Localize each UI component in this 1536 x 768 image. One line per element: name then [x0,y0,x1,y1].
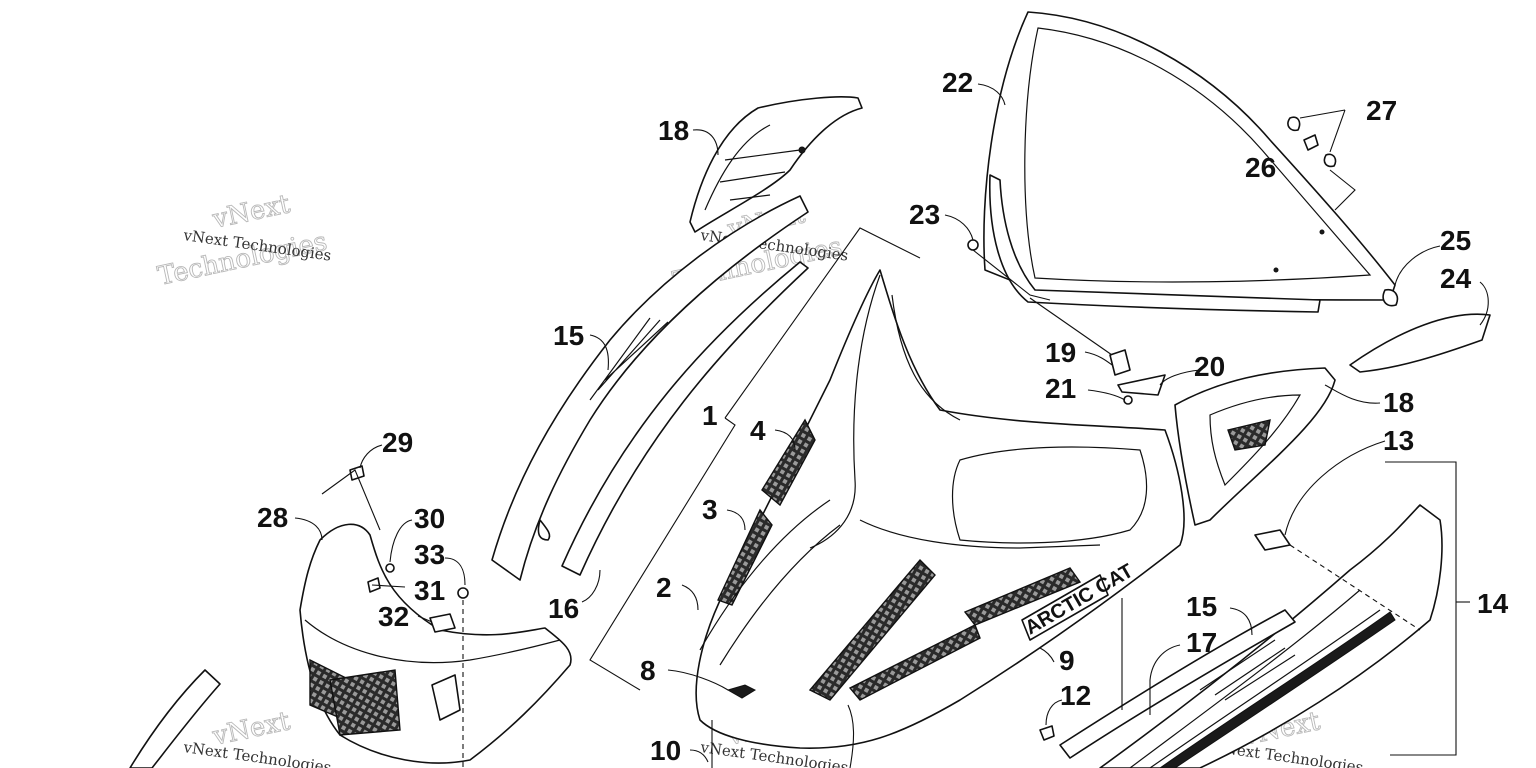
svg-text:vNext: vNext [209,189,293,235]
callout-30: 30 [414,503,445,534]
callout-9: 9 [1059,645,1075,676]
callout-13: 13 [1383,425,1414,456]
callout-19: 19 [1045,337,1076,368]
grommet-23 [967,239,979,251]
callout-20: 20 [1194,351,1225,382]
callout-27: 27 [1366,95,1397,126]
callout-26: 26 [1245,152,1276,183]
callout-15-left: 15 [553,320,584,351]
callout-18-upper: 18 [658,115,689,146]
rivet-12 [1039,725,1055,741]
callout-31: 31 [414,575,445,606]
callout-15-right: 15 [1186,591,1217,622]
callout-10: 10 [650,735,681,766]
grommet-13 [1254,529,1291,551]
screw-26 [1303,134,1319,151]
screw-21 [1123,395,1133,405]
grommet-25 [1382,288,1399,307]
nut-32 [429,613,456,633]
callout-21: 21 [1045,373,1076,404]
bracket-20 [1117,374,1166,396]
callout-8: 8 [640,655,656,686]
callout-32: 32 [378,601,409,632]
side-rail-left-part [491,195,809,581]
callout-4: 4 [750,415,766,446]
side-panel-assembly-part [1099,504,1443,768]
ski-tip-part [129,669,221,768]
watermark-left-bottom: vNext vNext Technologies [181,706,332,768]
callout-29: 29 [382,427,413,458]
callout-24: 24 [1440,263,1472,294]
emblem-part [726,684,757,699]
well-nut-27b [1323,153,1337,168]
callout-23: 23 [909,199,940,230]
callout-1: 1 [702,400,718,431]
windshield-part [983,11,1396,313]
callout-28: 28 [257,502,288,533]
trim-strip-part [561,261,809,576]
hood-part [695,269,1185,749]
well-nut-27a [1287,116,1301,132]
side-panel-upper-left-part [689,96,863,233]
bracket-19 [1109,349,1131,376]
callout-2: 2 [656,572,672,603]
leader-lines [294,83,1489,768]
callout-3: 3 [702,494,718,525]
callout-16: 16 [548,593,579,624]
watermark-left-top: vNext Technologies vNext Technologies [155,189,333,293]
callout-17: 17 [1186,627,1217,658]
nut-33 [457,587,469,599]
side-rail-right-part [1059,609,1296,759]
mirror-24 [1349,313,1491,373]
callout-18-right: 18 [1383,387,1414,418]
callout-12: 12 [1060,680,1091,711]
side-panel-right-part [1174,367,1336,526]
screw-29 [349,465,365,481]
callout-33: 33 [414,539,445,570]
screw-30 [385,563,395,573]
callout-25: 25 [1440,225,1471,256]
callout-22: 22 [942,67,973,98]
callout-14: 14 [1477,588,1509,619]
callout-labels: 18 15 16 1 4 3 2 8 10 9 22 23 27 26 25 2… [257,67,1509,766]
